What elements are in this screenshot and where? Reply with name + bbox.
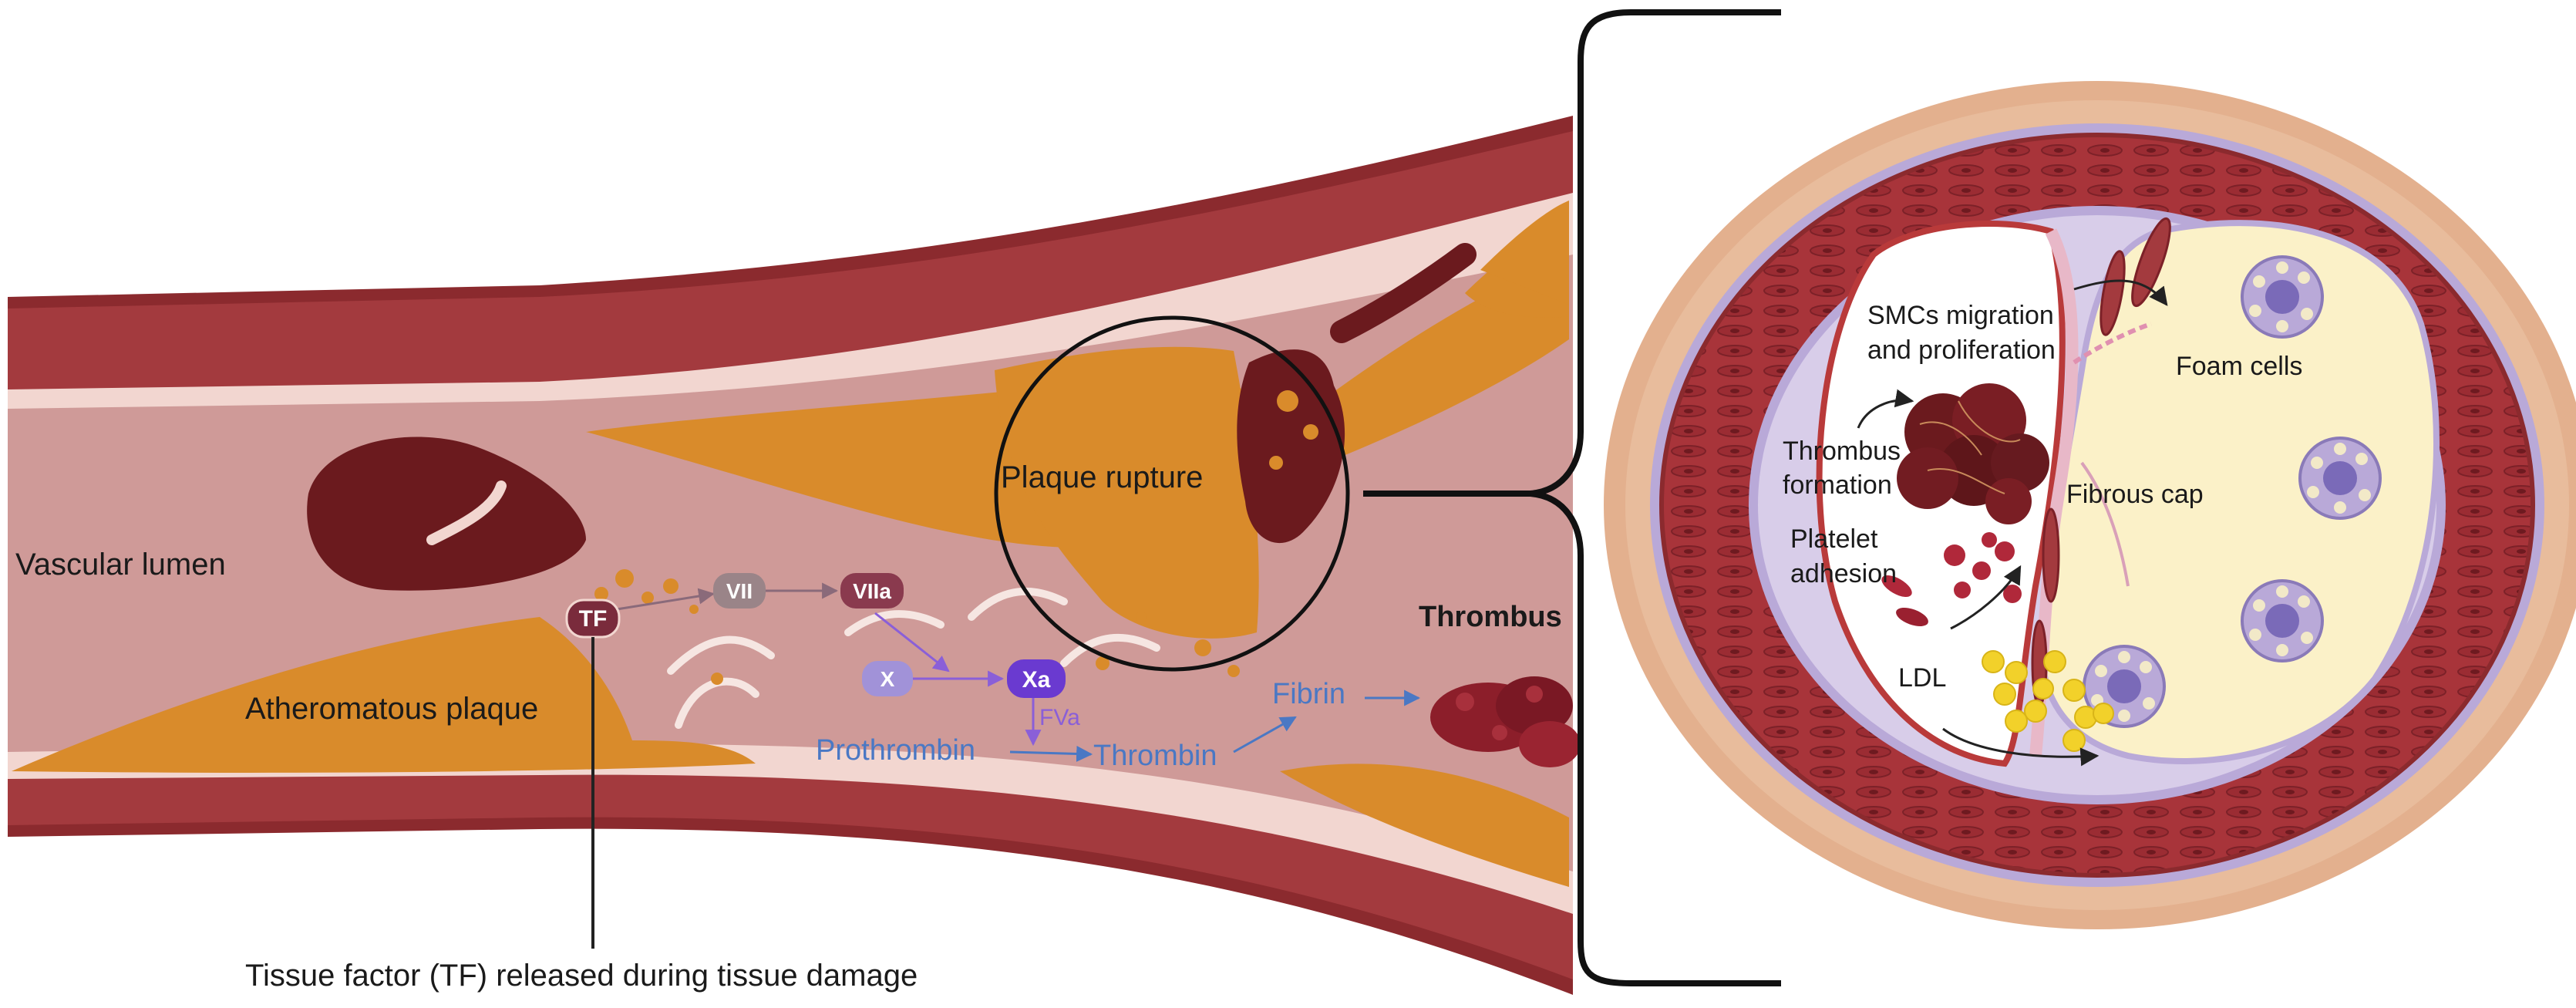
rupture-plaque-shape <box>995 346 1259 639</box>
fva-label: FVa <box>1039 705 1080 730</box>
viia-label: VIIa <box>853 579 891 603</box>
thrombus-formation-line2: formation <box>1783 470 1892 500</box>
thrombus-cluster <box>1897 383 2049 524</box>
vascular-lumen-label: Vascular lumen <box>15 548 226 582</box>
prothrombin-label: Prothrombin <box>816 734 975 767</box>
xa-badge <box>1007 659 1066 698</box>
x-badge <box>862 661 913 696</box>
zoom-bracket <box>1363 9 1781 986</box>
ldl-label: LDL <box>1898 663 1946 693</box>
platelet-adhesion-line1: Platelet <box>1790 524 1878 554</box>
platelets <box>1881 532 2022 627</box>
smc-arrow <box>2073 279 2168 306</box>
x-label: X <box>881 667 895 691</box>
coagulation-cascade: TF VII VIIa X Xa FVa Prothrombin Thrombi… <box>565 573 1421 772</box>
ldl-particles <box>1982 650 2114 752</box>
right-lower-plaque <box>1280 764 1569 887</box>
fibrin-label: Fibrin <box>1272 678 1345 710</box>
thrombus-arrow <box>1857 389 1914 429</box>
tissue-factor-caption: Tissue factor (TF) released during tissu… <box>245 959 918 993</box>
thrombus-label: Thrombus <box>1419 601 1562 633</box>
top-right-plaque <box>1480 201 1569 305</box>
necrotic-mass <box>307 437 586 591</box>
smcs-label-line2: and proliferation <box>1867 335 2056 365</box>
smcs-label-line1: SMCs migration <box>1867 301 2054 330</box>
plaque-rupture-circle <box>994 315 1350 672</box>
foam-cells <box>2083 255 2382 728</box>
downstream-thrombus <box>1430 676 1581 767</box>
foam-cells-label: Foam cells <box>2176 352 2302 381</box>
plaque-rupture-label: Plaque rupture <box>1001 460 1203 494</box>
thrombin-label: Thrombin <box>1093 740 1217 772</box>
xa-label: Xa <box>1022 667 1051 693</box>
viia-badge <box>840 573 904 609</box>
longitudinal-vessel <box>8 116 1581 995</box>
platelet-adhesion-line2: adhesion <box>1790 559 1897 588</box>
ldl-arrow <box>1942 727 2100 767</box>
vii-label: VII <box>726 579 753 603</box>
lipid-core <box>2039 220 2440 764</box>
fibrous-cap-label: Fibrous cap <box>2066 480 2204 509</box>
vii-badge <box>713 573 766 609</box>
atheromatous-plaque-shape <box>12 617 756 773</box>
tf-label: TF <box>579 606 608 632</box>
thrombus-formation-line1: Thrombus <box>1783 437 1901 466</box>
platelet-arrow <box>1950 565 2022 630</box>
atheromatous-plaque-label: Atheromatous plaque <box>245 692 538 726</box>
vessel-cross-section <box>1604 81 2576 929</box>
